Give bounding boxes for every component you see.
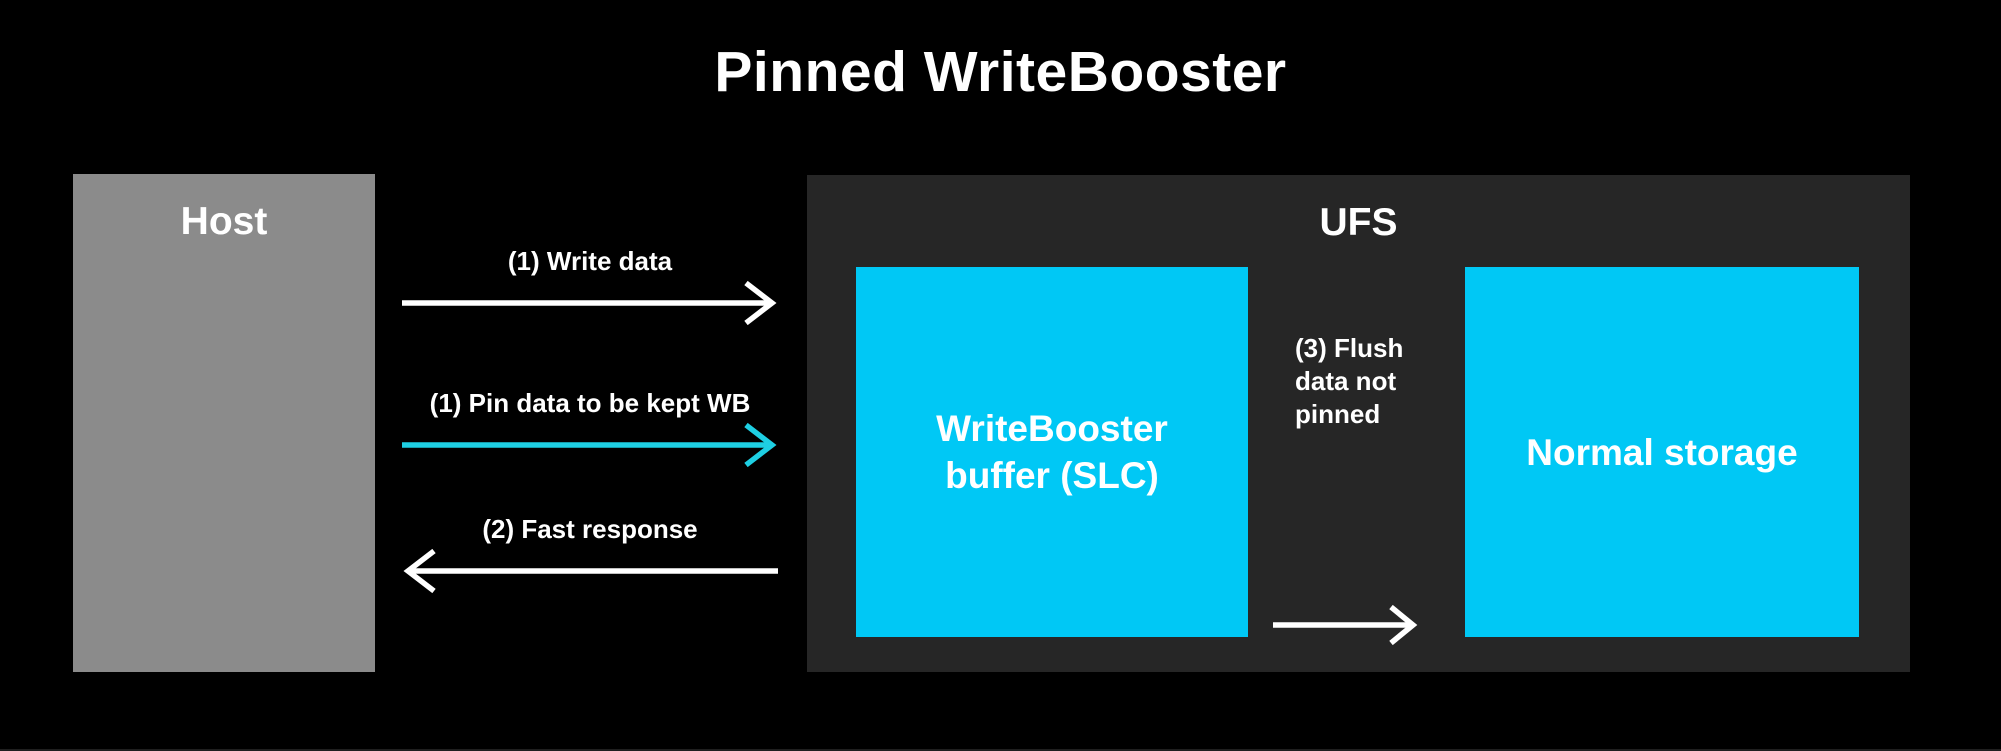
fast-response-arrow-icon — [400, 548, 780, 594]
flush-arrow-label: (3) Flush data not pinned — [1295, 332, 1470, 431]
host-box: Host — [73, 174, 375, 672]
flush-arrow-label-line-2: data not — [1295, 366, 1397, 396]
write-data-arrow-icon — [400, 280, 780, 326]
host-label: Host — [180, 200, 268, 243]
bottom-edge-divider — [0, 749, 2001, 751]
diagram-title: Pinned WriteBooster — [714, 40, 1287, 104]
ufs-panel: UFS WriteBooster buffer (SLC) (3) Flush … — [807, 175, 1910, 672]
writebooster-buffer-box: WriteBooster buffer (SLC) — [856, 267, 1248, 637]
fast-response-arrow-label: (2) Fast response — [482, 514, 698, 544]
pin-data-arrow-label: (1) Pin data to be kept WB — [429, 388, 751, 418]
normal-storage-box: Normal storage — [1465, 267, 1859, 637]
write-data-arrow-label: (1) Write data — [507, 246, 673, 276]
normal-storage-label: Normal storage — [1526, 431, 1798, 473]
ufs-label: UFS — [1319, 201, 1398, 244]
pin-data-arrow-icon — [400, 422, 780, 468]
flush-arrow-label-line-1: (3) Flush — [1295, 333, 1404, 363]
flush-arrow-icon — [1273, 603, 1441, 647]
writebooster-buffer-label: WriteBooster buffer (SLC) — [936, 408, 1168, 496]
flush-arrow-label-line-3: pinned — [1295, 399, 1381, 429]
